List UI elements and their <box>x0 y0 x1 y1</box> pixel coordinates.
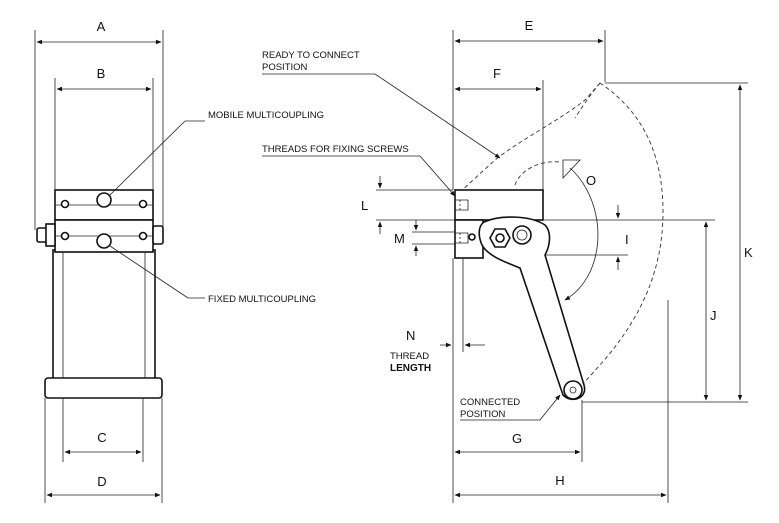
side-dimensions: E F G H K J I L <box>361 18 753 503</box>
ready-to-connect-label-2: POSITION <box>262 62 308 73</box>
front-body <box>52 249 156 391</box>
dim-label-N: N <box>406 328 415 343</box>
dim-label-G: G <box>512 431 522 446</box>
thread-length-label-2: LENGTH <box>390 363 431 374</box>
lever-arm <box>478 216 586 401</box>
ready-position-outline <box>572 82 664 396</box>
front-view <box>36 189 164 399</box>
side-bracket <box>454 189 544 221</box>
thread-length-label-1: THREAD <box>390 351 429 362</box>
connected-position-label-2: POSITION <box>460 409 506 420</box>
dim-label-O: O <box>586 173 596 188</box>
dim-label-K: K <box>744 245 753 260</box>
dim-label-J: J <box>710 308 717 323</box>
dim-label-D: D <box>97 474 106 489</box>
dim-label-H: H <box>555 473 564 488</box>
dim-label-F: F <box>493 66 501 81</box>
connected-position-label-1: CONNECTED <box>460 397 520 408</box>
threads-fixing-screws-label: THREADS FOR FIXING SCREWS <box>262 144 409 155</box>
fixed-multicoupling-label: FIXED MULTICOUPLING <box>208 294 316 305</box>
right-knob <box>152 225 164 245</box>
front-dimensions: A B C D <box>34 19 164 503</box>
front-base-plate <box>44 377 163 399</box>
fixed-coupling-hole <box>96 233 112 249</box>
mobile-coupling-hole <box>96 192 112 208</box>
dim-label-L: L <box>361 198 368 213</box>
dim-label-E: E <box>525 18 534 33</box>
screw-heads <box>60 199 148 241</box>
side-callouts: READY TO CONNECT POSITION THREADS FOR FI… <box>262 50 561 421</box>
handle-end <box>563 380 583 400</box>
left-knob-collar <box>45 223 56 247</box>
eccentric-pin <box>512 225 532 245</box>
ready-to-connect-label: READY TO CONNECT <box>262 50 360 61</box>
side-view <box>454 82 664 401</box>
dim-label-A: A <box>97 19 106 34</box>
mobile-multicoupling-label: MOBILE MULTICOUPLING <box>208 110 324 121</box>
dim-label-I: I <box>625 232 629 247</box>
dim-label-M: M <box>394 231 405 246</box>
dim-label-C: C <box>97 430 106 445</box>
dim-label-B: B <box>97 66 106 81</box>
front-callouts: MOBILE MULTICOUPLING FIXED MULTICOUPLING <box>109 110 324 305</box>
rotation-arc <box>564 167 599 301</box>
angle-flag <box>562 159 581 180</box>
